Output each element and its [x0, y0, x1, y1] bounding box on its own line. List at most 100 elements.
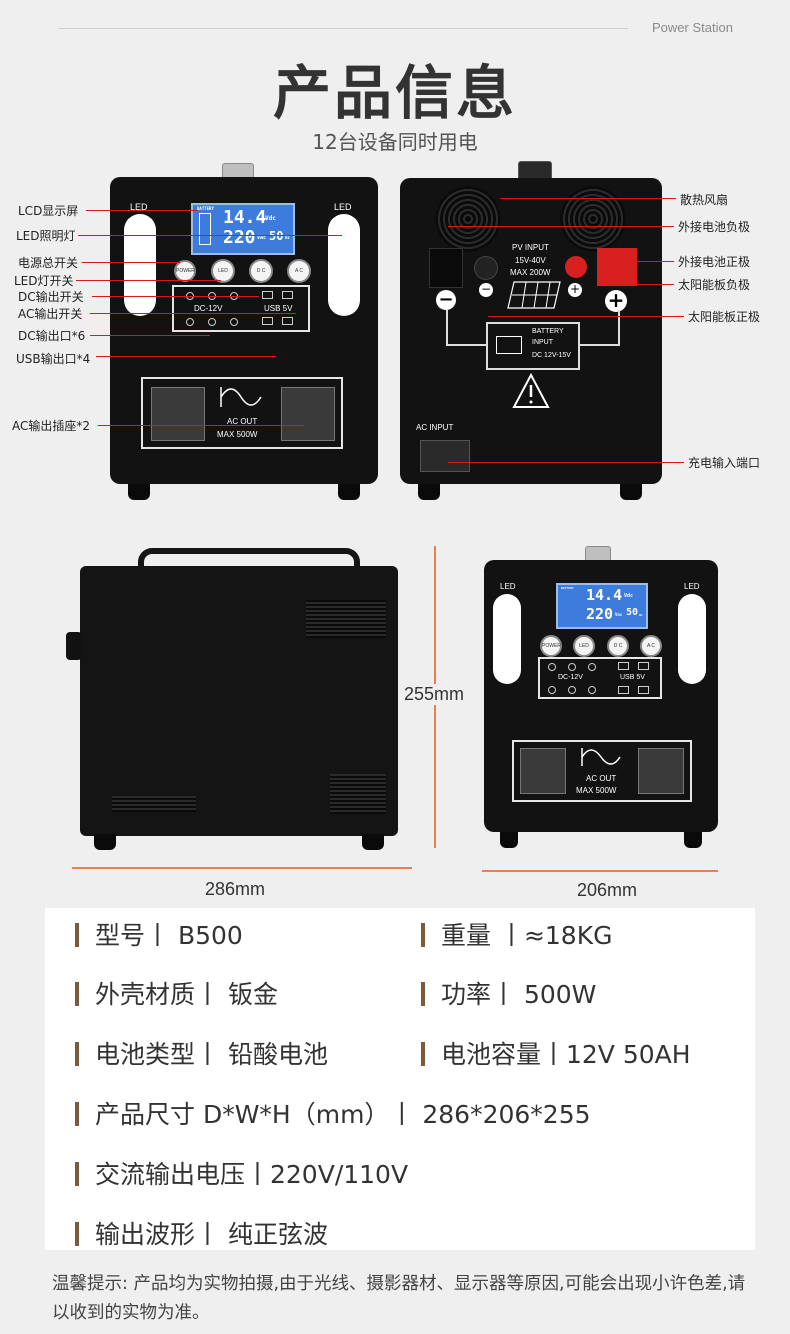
spec-bar	[421, 923, 425, 947]
side-leg-left	[94, 834, 116, 850]
spec-bar	[75, 1042, 79, 1066]
small-led-button[interactable]: LED	[573, 635, 595, 657]
small-usb-label: USB 5V	[620, 674, 645, 681]
battery-terminal-negative[interactable]	[429, 248, 463, 288]
spec-power-text: 功率丨 500W	[441, 980, 597, 1009]
pv-range-label: 15V-40V	[515, 256, 546, 265]
small-usb-port[interactable]	[638, 686, 649, 694]
callout-pv-positive: 太阳能板正极	[688, 310, 761, 324]
power-button[interactable]: POWER	[174, 260, 196, 282]
page-title: 产品信息	[272, 59, 517, 127]
small-dc-label: DC-12V	[558, 674, 583, 681]
battery-icon	[496, 336, 522, 354]
callout-line-ac-input	[448, 462, 684, 463]
top-divider	[58, 28, 628, 29]
small-usb-port[interactable]	[618, 686, 629, 694]
small-sine-wave-icon	[581, 748, 621, 766]
small-dc-port[interactable]	[568, 686, 576, 694]
usb-port[interactable]	[262, 291, 273, 299]
usb-port[interactable]	[282, 291, 293, 299]
ac-socket-right[interactable]	[281, 387, 335, 441]
small-dc-port[interactable]	[568, 663, 576, 671]
front-led-light-left	[124, 214, 156, 316]
specs-panel: 型号丨 B500 重量 丨≈18KG 外壳材质丨 钣金 功率丨 500W 电池类…	[45, 908, 755, 1250]
pv-minus-icon: −	[479, 282, 493, 297]
callout-line-battery-positive	[628, 261, 674, 262]
ac-button[interactable]: A C	[287, 259, 311, 283]
small-led-light-right	[678, 594, 706, 684]
usb-port[interactable]	[282, 317, 293, 325]
spec-shell-text: 外壳材质丨 钣金	[95, 980, 278, 1009]
width-dim-label: 206mm	[577, 880, 638, 900]
spec-battery-type-text: 电池类型丨 铅酸电池	[95, 1040, 328, 1069]
usb-label: USB 5V	[264, 304, 293, 313]
callout-battery-negative: 外接电池负极	[678, 220, 751, 234]
usb-port[interactable]	[262, 317, 273, 325]
ac-max-label: MAX 500W	[217, 430, 258, 439]
page-subtitle: 12台设备同时用电	[312, 130, 478, 154]
callout-line-pv-negative	[610, 284, 674, 285]
dc-label: DC-12V	[194, 304, 223, 313]
spec-bar	[75, 923, 79, 947]
spec-model-text: 型号丨 B500	[95, 921, 243, 950]
callout-line-led-light	[78, 235, 342, 236]
spec-bar	[75, 1222, 79, 1246]
battery-input-label: BATTERY	[532, 328, 564, 335]
led-button[interactable]: LED	[211, 259, 235, 283]
callout-ac-sockets: AC输出插座*2	[12, 419, 91, 433]
small-dc-port[interactable]	[548, 663, 556, 671]
battery-terminal-positive[interactable]	[597, 248, 637, 286]
pv-positive-terminal[interactable]	[565, 256, 587, 278]
spec-weight: 重量 丨≈18KG	[421, 916, 612, 952]
small-ac-button[interactable]: A C	[640, 635, 662, 657]
small-led-light-left	[493, 594, 521, 684]
small-ac-max-label: MAX 500W	[576, 786, 617, 795]
side-vent-bottom-left	[112, 796, 196, 812]
ac-socket-left[interactable]	[151, 387, 205, 441]
callout-power-switch: 电源总开关	[18, 256, 79, 270]
spec-bar	[421, 982, 425, 1006]
spec-battery-type: 电池类型丨 铅酸电池	[75, 1035, 328, 1071]
small-lcd-voltage-ac: 220	[586, 605, 614, 623]
small-dc-button[interactable]: D C	[607, 635, 629, 657]
callout-fan: 散热风扇	[680, 193, 729, 207]
callout-pv-negative: 太阳能板负极	[678, 278, 751, 292]
small-power-button[interactable]: POWER	[540, 635, 562, 657]
ac-input-port[interactable]	[420, 440, 470, 472]
lcd-display: BATTERY 14.4 Vdc 220 Vac 50 Hz	[191, 203, 295, 255]
small-usb-port[interactable]	[618, 662, 629, 670]
dc-port[interactable]	[186, 318, 194, 326]
dc-port[interactable]	[208, 318, 216, 326]
small-usb-port[interactable]	[638, 662, 649, 670]
battery-input-box: BATTERY INPUT DC 12V-15V	[486, 322, 580, 370]
pv-connector[interactable]	[474, 256, 498, 280]
ac-out-label: AC OUT	[227, 417, 258, 426]
lcd-voltage-dc-unit: Vdc	[265, 215, 276, 222]
spec-bar	[421, 1042, 425, 1066]
spec-size: 产品尺寸 D*W*H（mm）丨 286*206*255	[75, 1095, 591, 1131]
fan-vent-left	[435, 186, 501, 252]
side-handle	[138, 548, 360, 576]
small-lcd-battery-label: BATTERY	[561, 586, 574, 590]
lcd-frequency-unit: Hz	[285, 235, 290, 240]
small-ac-out-label: AC OUT	[586, 774, 617, 783]
small-lcd-voltage-dc: 14.4	[586, 586, 623, 604]
callout-led-light: LED照明灯	[16, 229, 76, 243]
small-dc-port[interactable]	[588, 686, 596, 694]
dc-port[interactable]	[230, 318, 238, 326]
battery-range-label: DC 12V-15V	[532, 352, 571, 359]
callout-ac-input: 充电输入端口	[688, 456, 761, 470]
solar-panel-icon	[507, 281, 561, 309]
front-leg-right	[338, 484, 360, 500]
battery-input-label-2: INPUT	[532, 339, 553, 346]
small-dc-port[interactable]	[548, 686, 556, 694]
small-dc-port[interactable]	[588, 663, 596, 671]
lcd-battery-label: BATTERY	[197, 206, 214, 211]
depth-dim-line	[72, 867, 412, 869]
spec-battery-capacity-text: 电池容量丨12V 50AH	[441, 1040, 691, 1069]
spec-bar	[75, 982, 79, 1006]
dc-button[interactable]: D C	[249, 259, 273, 283]
small-ac-socket-right[interactable]	[638, 748, 684, 794]
small-ac-socket-left[interactable]	[520, 748, 566, 794]
lcd-voltage-ac: 220	[223, 227, 256, 248]
